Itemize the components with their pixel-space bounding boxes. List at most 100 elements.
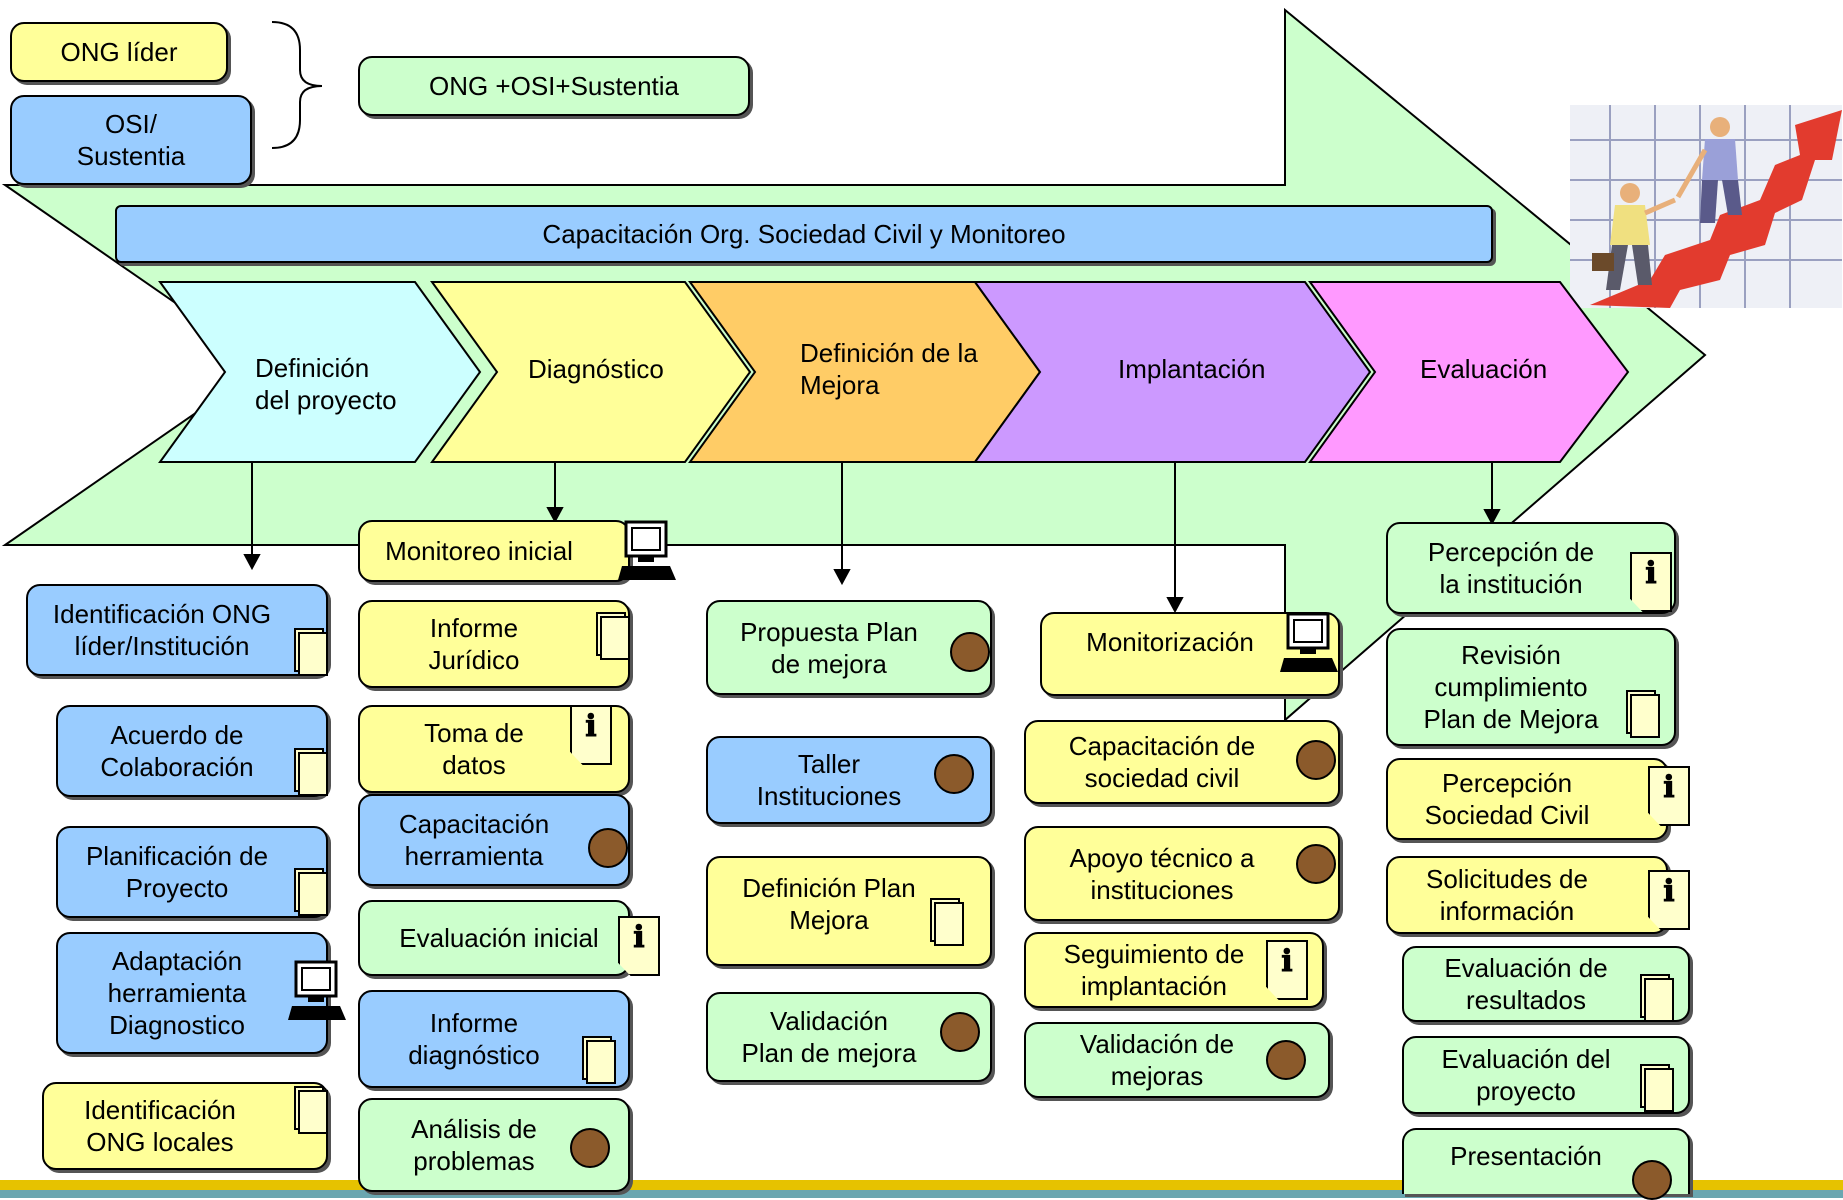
info-glyph: ℹ bbox=[1281, 944, 1293, 979]
footer-line bbox=[0, 1180, 1843, 1190]
info-document-icon: ℹ bbox=[570, 705, 612, 765]
activity-label: Planificación de Proyecto bbox=[85, 841, 269, 903]
activity-label: Acuerdo de Colaboración bbox=[100, 720, 254, 782]
activity-box: Acuerdo de Colaboración bbox=[56, 705, 328, 797]
document-stack-icon bbox=[1644, 1068, 1674, 1112]
document-stack-icon bbox=[298, 1090, 328, 1134]
activity-box: Evaluación de resultados bbox=[1402, 946, 1690, 1022]
activity-label: Informe diagnóstico bbox=[408, 1008, 540, 1070]
activity-label: Adaptación herramienta Diagnostico bbox=[107, 946, 247, 1040]
activity-label: Propuesta Plan de mejora bbox=[740, 616, 918, 679]
banner-label: Capacitación Org. Sociedad Civil y Monit… bbox=[542, 219, 1066, 249]
activity-box: Informe Jurídico bbox=[358, 600, 630, 688]
activity-box: Monitoreo inicial bbox=[358, 520, 630, 582]
info-document-icon: ℹ bbox=[1648, 766, 1690, 826]
computer-icon bbox=[288, 960, 346, 1020]
activity-label: Solicitudes de información bbox=[1426, 864, 1588, 926]
activity-label: Percepción Sociedad Civil bbox=[1424, 768, 1590, 830]
phase-label-diagnostico: Diagnóstico bbox=[528, 354, 664, 384]
activity-label: Informe Jurídico bbox=[428, 613, 520, 675]
activity-label: Percepción de la institución bbox=[1427, 537, 1595, 599]
info-document-icon: ℹ bbox=[1630, 552, 1672, 612]
phase-label-mejora: Definición de la Mejora bbox=[800, 338, 978, 400]
meeting-dot-icon bbox=[934, 754, 974, 794]
activity-label: Revisión cumplimiento Plan de Mejora bbox=[1423, 640, 1599, 734]
legend-lead-ngo: ONG líder bbox=[10, 22, 228, 82]
meeting-dot-icon bbox=[950, 632, 990, 672]
meeting-dot-icon bbox=[1296, 740, 1336, 780]
activity-label: Análisis de problemas bbox=[411, 1114, 537, 1176]
activity-label: Validación Plan de mejora bbox=[741, 1006, 917, 1068]
capacitacion-banner: Capacitación Org. Sociedad Civil y Monit… bbox=[115, 205, 1493, 263]
legend-combined: ONG +OSI+Sustentia bbox=[358, 56, 750, 116]
activity-box: Identificación ONG locales bbox=[42, 1082, 328, 1170]
document-stack-icon bbox=[586, 1040, 616, 1084]
document-stack-icon bbox=[1644, 978, 1674, 1022]
legend-combined-label: ONG +OSI+Sustentia bbox=[428, 71, 679, 101]
activity-box: Percepción de la institución bbox=[1386, 522, 1676, 614]
meeting-dot-icon bbox=[588, 828, 628, 868]
activity-box: Planificación de Proyecto bbox=[56, 826, 328, 918]
activity-box: Percepción Sociedad Civil bbox=[1386, 758, 1668, 840]
meeting-dot-icon bbox=[940, 1012, 980, 1052]
info-glyph: ℹ bbox=[585, 709, 597, 744]
activity-label: Monitorización bbox=[1086, 627, 1254, 657]
activity-box: Capacitación de sociedad civil bbox=[1024, 720, 1340, 804]
growth-clipart bbox=[1570, 105, 1842, 308]
activity-label: Validación de mejoras bbox=[1079, 1029, 1235, 1091]
activity-label: Toma de datos bbox=[424, 718, 524, 780]
activity-box: Monitorización bbox=[1040, 612, 1340, 696]
computer-icon bbox=[1280, 612, 1338, 672]
meeting-dot-icon bbox=[1296, 844, 1336, 884]
meeting-dot-icon bbox=[1266, 1040, 1306, 1080]
activity-label: Evaluación del proyecto bbox=[1441, 1044, 1611, 1106]
activity-label: Definición Plan Mejora bbox=[742, 873, 916, 935]
info-document-icon: ℹ bbox=[1266, 940, 1308, 1000]
meeting-dot-icon bbox=[570, 1128, 610, 1168]
activity-box: Definición Plan Mejora bbox=[706, 856, 992, 966]
info-document-icon: ℹ bbox=[618, 916, 660, 976]
computer-icon bbox=[618, 520, 676, 580]
legend-lead-ngo-label: ONG líder bbox=[60, 37, 178, 67]
activity-label: Evaluación de resultados bbox=[1444, 953, 1608, 1015]
phase-label-evaluacion: Evaluación bbox=[1420, 354, 1548, 384]
activity-box: Solicitudes de información bbox=[1386, 856, 1668, 934]
activity-box: Identificación ONG líder/Institución bbox=[26, 584, 328, 676]
activity-label: Capacitación herramienta bbox=[398, 809, 550, 871]
phase-label-implantacion: Implantación bbox=[1118, 354, 1266, 384]
activity-box: Capacitación herramienta bbox=[358, 794, 630, 886]
activity-label: Identificación ONG locales bbox=[84, 1095, 236, 1157]
legend-brace bbox=[271, 21, 323, 149]
info-glyph: ℹ bbox=[1663, 770, 1675, 805]
document-stack-icon bbox=[298, 752, 328, 796]
document-stack-icon bbox=[298, 632, 328, 676]
info-glyph: ℹ bbox=[1645, 556, 1657, 591]
document-stack-icon bbox=[298, 872, 328, 916]
activity-label: Seguimiento de implantación bbox=[1063, 939, 1245, 1001]
document-stack-icon bbox=[600, 616, 630, 660]
phase-label-definicion: Definición del proyecto bbox=[255, 353, 397, 415]
legend-osi-sustentia: OSI/ Sustentia bbox=[10, 95, 252, 185]
activity-label: Identificación ONG líder/Institución bbox=[52, 599, 272, 661]
info-glyph: ℹ bbox=[633, 920, 645, 955]
document-stack-icon bbox=[1630, 694, 1660, 738]
activity-label: Taller Instituciones bbox=[756, 749, 902, 811]
activity-box: Evaluación inicial bbox=[358, 900, 630, 976]
legend-osi-label: OSI/ Sustentia bbox=[76, 109, 186, 171]
meeting-dot-icon bbox=[1632, 1160, 1672, 1200]
activity-box: Evaluación del proyecto bbox=[1402, 1036, 1690, 1114]
activity-label: Presentación bbox=[1450, 1141, 1602, 1171]
activity-label: Evaluación inicial bbox=[399, 923, 599, 953]
activity-box: Taller Instituciones bbox=[706, 736, 992, 824]
activity-label: Monitoreo inicial bbox=[385, 536, 573, 566]
activity-box: Adaptación herramienta Diagnostico bbox=[56, 932, 328, 1054]
activity-box: Revisión cumplimiento Plan de Mejora bbox=[1386, 628, 1676, 746]
activity-label: Apoyo técnico a instituciones bbox=[1069, 842, 1255, 905]
activity-box: Apoyo técnico a instituciones bbox=[1024, 826, 1340, 921]
activity-label: Capacitación de sociedad civil bbox=[1068, 731, 1256, 793]
info-document-icon: ℹ bbox=[1648, 870, 1690, 930]
activity-box: Informe diagnóstico bbox=[358, 990, 630, 1088]
info-glyph: ℹ bbox=[1663, 874, 1675, 909]
activity-box: Propuesta Plan de mejora bbox=[706, 600, 992, 695]
document-stack-icon bbox=[934, 902, 964, 946]
